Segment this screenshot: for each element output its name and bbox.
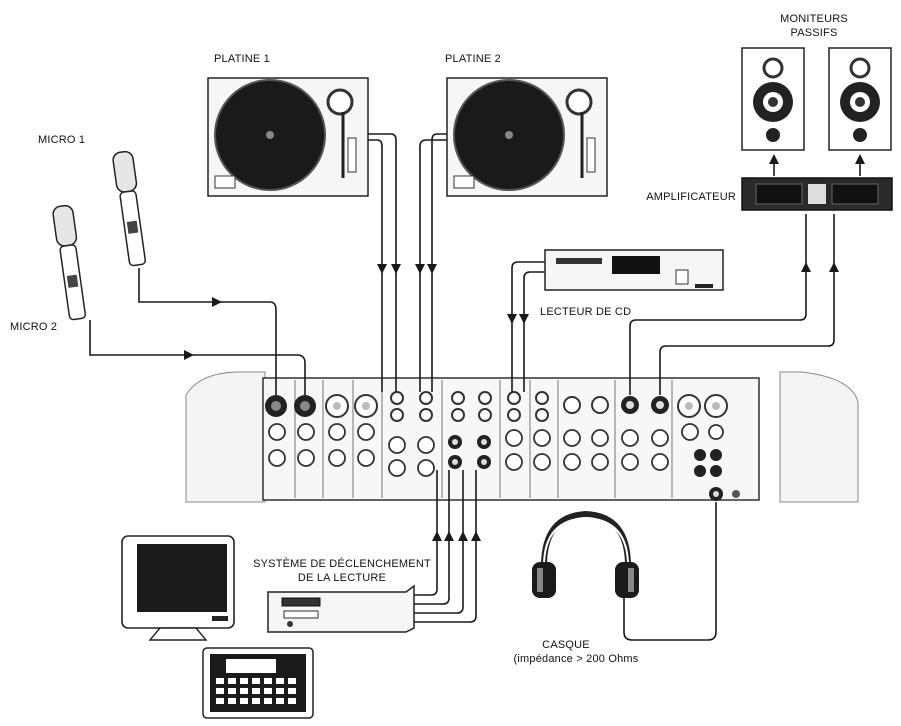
cable-platine-2-b	[431, 133, 450, 392]
cable-micro-1	[138, 268, 277, 395]
turntable-2	[446, 77, 608, 197]
cable-trigger-d	[414, 470, 477, 623]
cable-platine-1-a	[368, 139, 383, 392]
cable-platine-1-b	[368, 133, 397, 392]
label-casque-impedance: (impédance > 200 Ohms	[514, 653, 639, 665]
speaker-right	[828, 47, 892, 151]
turntable-1	[207, 77, 369, 197]
headphones	[532, 510, 639, 598]
computer-monitor	[121, 535, 235, 641]
label-platine-1: PLATINE 1	[214, 53, 270, 65]
label-passifs: PASSIFS	[790, 27, 837, 39]
insert-jacks	[448, 435, 491, 469]
cable-amp-a	[629, 214, 807, 395]
line-inputs	[390, 391, 609, 422]
cable-cd-a	[511, 261, 545, 392]
cable-casque	[623, 502, 717, 641]
phones-section	[694, 449, 740, 501]
cable-trigger-b	[414, 470, 450, 605]
microphone-1	[112, 150, 147, 267]
label-micro-1: MICRO 1	[38, 134, 85, 146]
label-systeme-line1: SYSTÈME DE DÉCLENCHEMENT	[253, 557, 431, 570]
cable-micro-2	[89, 320, 306, 395]
speaker-left	[741, 47, 805, 151]
label-platine-2: PLATINE 2	[445, 53, 501, 65]
mixer-knobs	[268, 423, 724, 477]
cables	[89, 133, 865, 641]
trigger-system-unit	[267, 584, 415, 633]
cable-trigger-a	[414, 470, 438, 596]
cable-trigger-c	[414, 470, 464, 614]
microphone-2	[52, 204, 87, 321]
label-amplificateur: AMPLIFICATEUR	[646, 191, 736, 203]
xlr-inputs	[265, 394, 728, 418]
main-outputs	[621, 396, 669, 414]
label-micro-2: MICRO 2	[10, 321, 57, 333]
label-moniteurs: MONITEURS	[780, 13, 848, 25]
cd-player	[544, 249, 724, 291]
keypad-controller	[202, 647, 314, 719]
label-systeme-line2: DE LA LECTURE	[298, 572, 386, 584]
label-lecteur-cd: LECTEUR DE CD	[540, 306, 631, 318]
cable-cd-b	[523, 271, 545, 392]
cable-platine-2-a	[419, 139, 450, 392]
cable-amp-b	[659, 214, 835, 395]
label-casque: CASQUE	[542, 639, 590, 651]
amplifier	[741, 177, 893, 211]
mixer-console	[185, 371, 859, 503]
